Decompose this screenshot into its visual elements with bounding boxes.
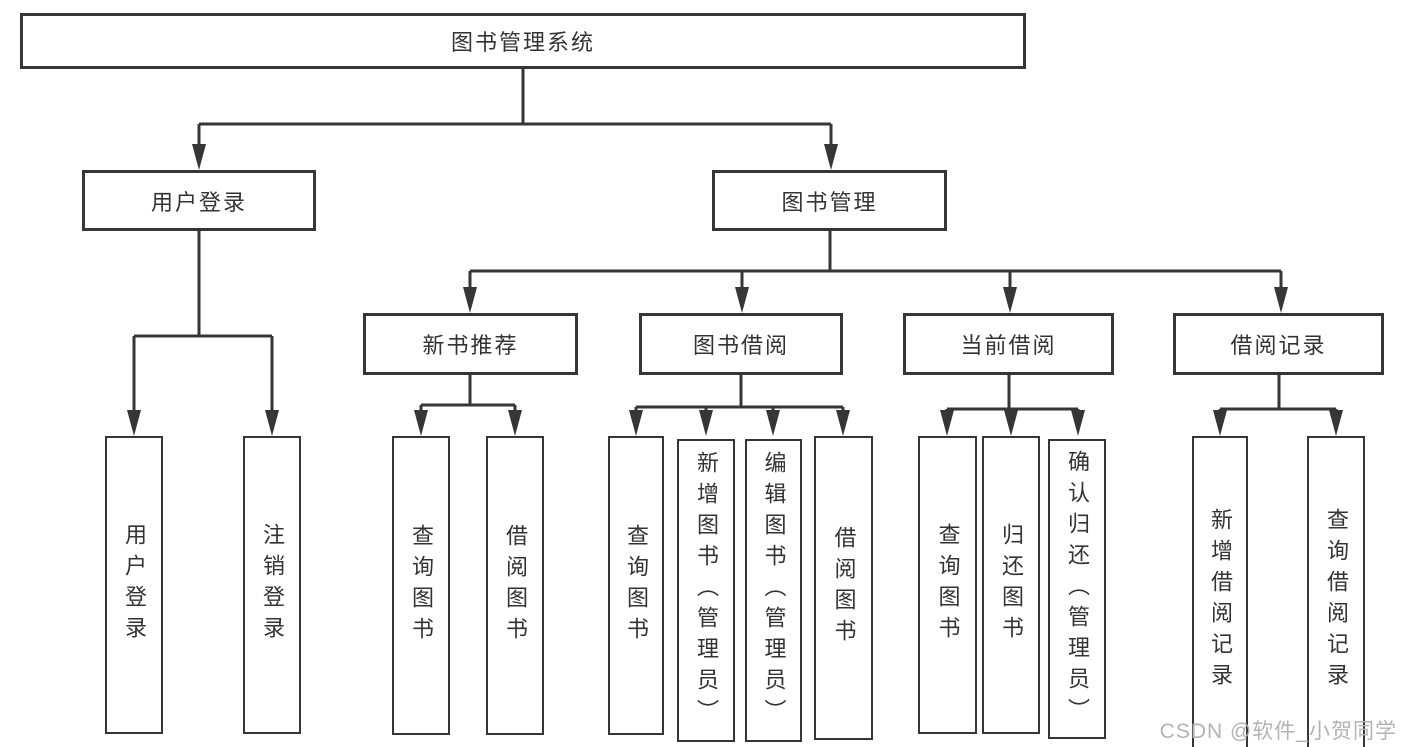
node-user-login: 用户登录 xyxy=(82,170,316,231)
node-add-borrow-record: 新增借阅记录 xyxy=(1192,436,1248,747)
watermark-text: CSDN @软件_小贺同学 xyxy=(1159,720,1397,743)
node-label: 当前借阅 xyxy=(960,333,1057,358)
node-label: 图书管理系统 xyxy=(450,30,595,55)
node-label: 图书借阅 xyxy=(692,333,789,358)
node-label: 用户登录 xyxy=(150,189,247,215)
node-query-books-borrow: 查询图书 xyxy=(608,436,664,735)
node-new-book-recommend: 新书推荐 xyxy=(363,313,578,375)
node-label: 新书推荐 xyxy=(422,333,519,358)
node-add-books-admin: 新增图书（管理员） xyxy=(677,439,735,742)
node-book-management: 图书管理 xyxy=(712,170,947,231)
node-current-borrow: 当前借阅 xyxy=(903,313,1114,375)
node-label: 编辑图书（管理员） xyxy=(761,451,787,730)
node-confirm-return-admin: 确认归还（管理员） xyxy=(1048,439,1106,739)
node-label: 借阅图书 xyxy=(503,523,528,648)
node-query-borrow-record: 查询借阅记录 xyxy=(1307,436,1365,747)
node-label: 查询图书 xyxy=(935,523,961,647)
node-borrow-books-recommend: 借阅图书 xyxy=(486,436,544,735)
node-library-management-system: 图书管理系统 xyxy=(20,13,1026,69)
node-label: 图书管理 xyxy=(781,189,878,215)
node-return-books: 归还图书 xyxy=(982,436,1040,734)
node-label: 借阅图书 xyxy=(831,526,857,650)
node-logout: 注销登录 xyxy=(243,436,301,734)
node-book-borrow: 图书借阅 xyxy=(639,313,843,375)
arrowheads xyxy=(127,144,1343,436)
node-label: 确认归还（管理员） xyxy=(1065,449,1090,729)
node-query-books-current: 查询图书 xyxy=(918,436,977,734)
node-label: 查询图书 xyxy=(624,523,649,648)
node-borrow-books: 借阅图书 xyxy=(814,436,873,740)
node-borrow-record: 借阅记录 xyxy=(1173,313,1384,375)
node-label: 用户登录 xyxy=(122,523,147,647)
node-label: 查询图书 xyxy=(409,523,434,648)
node-label: 归还图书 xyxy=(999,523,1024,647)
node-label: 注销登录 xyxy=(260,523,285,647)
node-query-books-recommend: 查询图书 xyxy=(392,436,450,735)
node-user-login-leaf: 用户登录 xyxy=(105,436,163,734)
node-label: 查询借阅记录 xyxy=(1324,508,1349,694)
node-label: 新增借阅记录 xyxy=(1208,508,1233,694)
node-edit-books-admin: 编辑图书（管理员） xyxy=(745,439,802,742)
node-label: 新增图书（管理员） xyxy=(694,451,719,730)
node-label: 借阅记录 xyxy=(1230,333,1327,358)
